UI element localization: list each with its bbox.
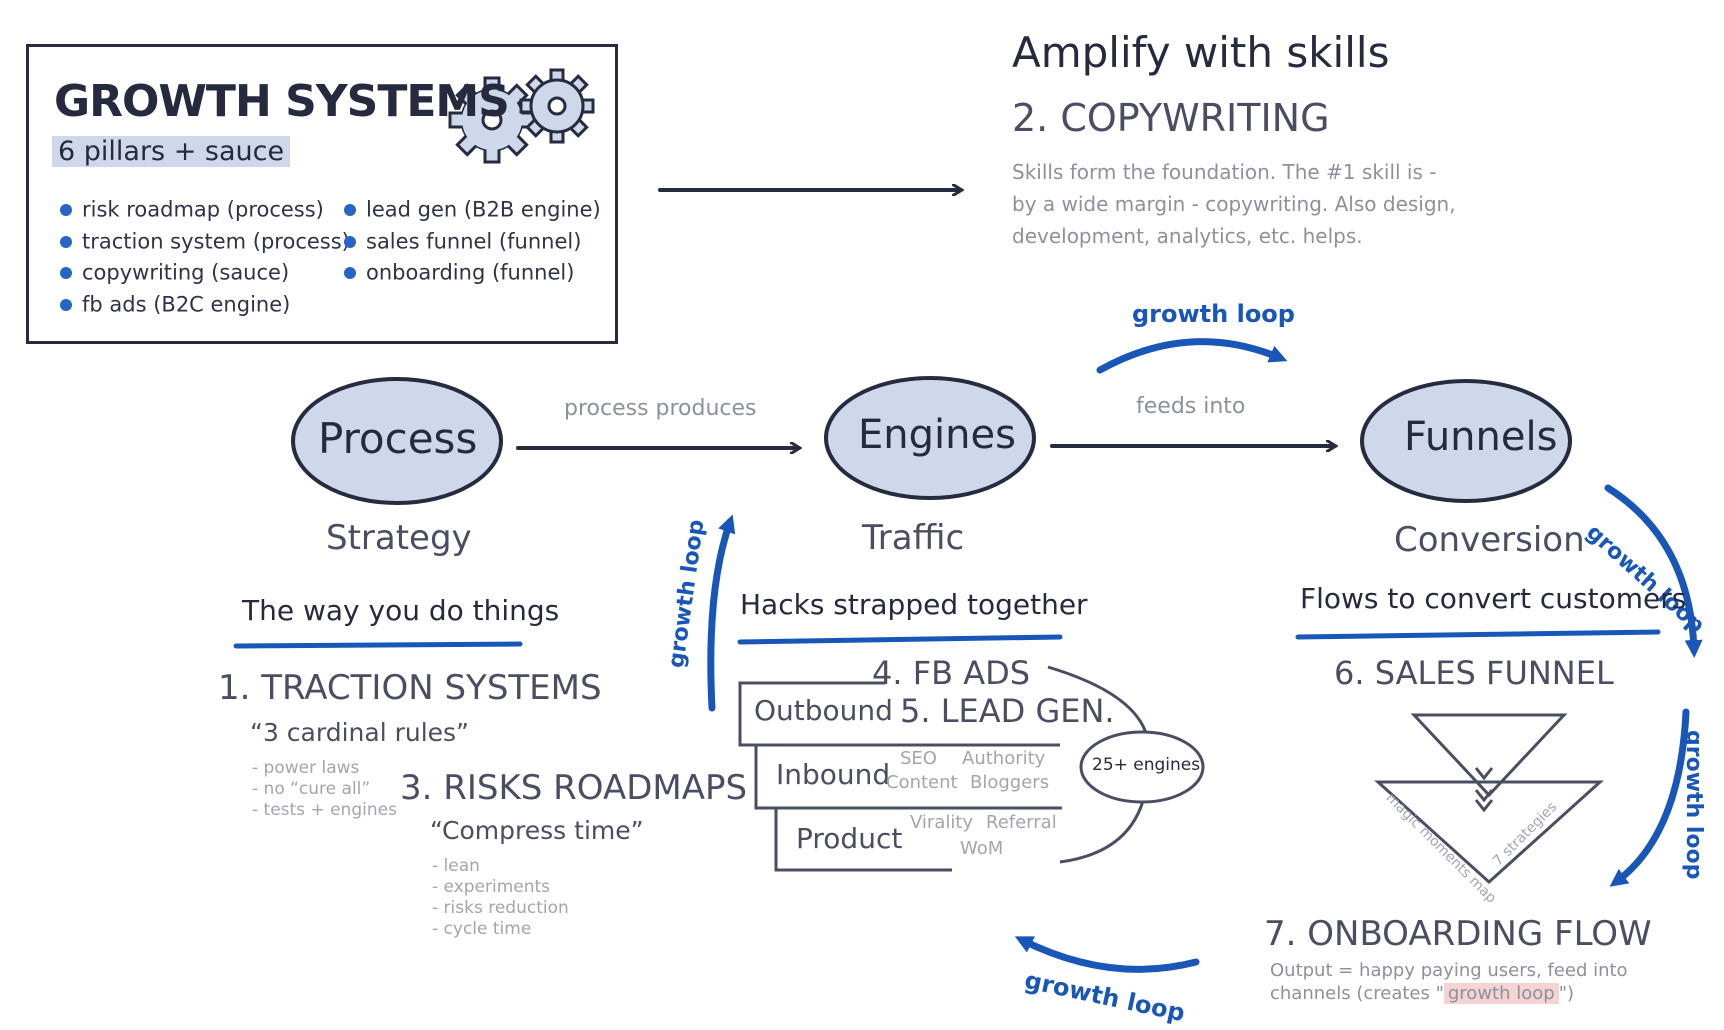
list-item: onboarding (funnel) <box>344 257 601 289</box>
risks-heading: 3. RISKS ROADMAPS <box>400 768 748 808</box>
funnels-node-shape <box>1360 379 1572 503</box>
list-item: fb ads (B2C engine) <box>60 289 350 321</box>
list-item: risk roadmap (process) <box>60 194 350 226</box>
list-item: traction system (process) <box>60 226 350 258</box>
growth-systems-title: GROWTH SYSTEMS <box>54 76 510 127</box>
funnels-node-label: Funnels <box>1404 414 1558 460</box>
skills-heading: 2. COPYWRITING <box>1012 96 1330 140</box>
traction-quote: “3 cardinal rules” <box>250 718 470 747</box>
risks-item-4: - cycle time <box>432 919 532 939</box>
risks-quote: “Compress time” <box>430 816 644 845</box>
bullet-icon <box>344 204 356 216</box>
bullet-icon <box>60 204 72 216</box>
edge-label-feeds-into: feeds into <box>1136 394 1246 419</box>
output-line-2-pre: channels (creates " <box>1270 983 1444 1004</box>
traction-item-3: - tests + engines <box>252 800 397 820</box>
funnels-tagline: Flows to convert customers <box>1300 582 1687 615</box>
fb-ads-heading: 4. FB ADS <box>872 654 1031 692</box>
output-line-2-post: ") <box>1558 983 1574 1004</box>
onboarding-heading: 7. ONBOARDING FLOW <box>1264 914 1652 954</box>
output-line-2: channels (creates "growth loop") <box>1270 983 1574 1004</box>
engines-stack <box>738 665 1151 872</box>
outbound-label: Outbound <box>754 694 893 727</box>
inbound-tag-authority: Authority <box>962 748 1046 769</box>
sales-funnel-triangle <box>1410 713 1568 798</box>
process-node-shape <box>291 377 503 505</box>
growth-systems-box <box>26 44 618 344</box>
bullet-icon <box>60 235 72 248</box>
growth-loop-arrow-bottom <box>1014 936 1200 973</box>
gear-icon <box>448 76 536 164</box>
risks-item-3: - risks reduction <box>432 898 569 918</box>
skills-line-2: by a wide margin - copywriting. Also des… <box>1012 192 1456 216</box>
engines-count-shape <box>1079 730 1205 804</box>
chevron-down-icon <box>1474 767 1494 781</box>
pillars-left-list: risk roadmap (process) traction system (… <box>60 194 350 320</box>
growth-loop-arrow-left <box>707 514 736 712</box>
product-label: Product <box>796 822 903 855</box>
product-tag-referral: Referral <box>986 812 1057 833</box>
list-item: lead gen (B2B engine) <box>344 194 601 226</box>
traction-heading: 1. TRACTION SYSTEMS <box>218 668 602 708</box>
list-item: copywriting (sauce) <box>60 257 350 289</box>
growth-loop-label-right-lower: growth loop <box>1681 730 1706 880</box>
process-underline <box>233 641 523 649</box>
growth-loop-label-top: growth loop <box>1132 300 1295 328</box>
growth-systems-subtitle: 6 pillars + sauce <box>52 136 291 167</box>
chevron-down-icon <box>1474 799 1494 813</box>
bullet-icon <box>60 267 72 279</box>
risks-item-2: - experiments <box>432 877 551 897</box>
pillars-right-list: lead gen (B2B engine) sales funnel (funn… <box>344 194 601 289</box>
product-tag-virality: Virality <box>910 812 974 833</box>
engines-node-shape <box>824 376 1036 500</box>
funnels-sub-label: Conversion <box>1394 520 1585 560</box>
output-highlight: growth loop <box>1443 983 1559 1004</box>
bullet-icon <box>344 267 356 279</box>
engines-count-label: 25+ engines <box>1092 755 1201 775</box>
inbound-tag-content: Content <box>886 772 958 793</box>
traction-item-2: - no “cure all” <box>252 779 371 799</box>
bullet-icon <box>344 235 356 248</box>
onboarding-funnel-triangle <box>1374 780 1604 885</box>
growth-loop-arrow-top <box>1096 338 1288 374</box>
engines-sub-label: Traffic <box>862 518 965 558</box>
product-tag-wom: WoM <box>960 838 1004 859</box>
sales-funnel-heading: 6. SALES FUNNEL <box>1334 654 1614 692</box>
process-node-label: Process <box>318 414 478 463</box>
inbound-label: Inbound <box>776 758 891 791</box>
funnels-underline <box>1295 629 1661 640</box>
process-sub-label: Strategy <box>326 518 472 558</box>
gear-icon <box>519 68 595 144</box>
growth-loop-arrow-right-lower <box>1609 708 1690 887</box>
engines-underline <box>737 634 1063 645</box>
risks-item-1: - lean <box>432 856 480 876</box>
engines-tagline: Hacks strapped together <box>740 588 1088 621</box>
edge-label-process-produces: process produces <box>564 396 757 421</box>
skills-line-3: development, analytics, etc. helps. <box>1012 224 1363 248</box>
list-item: sales funnel (funnel) <box>344 226 601 258</box>
skills-title: Amplify with skills <box>1012 28 1390 77</box>
bullet-icon <box>60 298 72 311</box>
output-line-1: Output = happy paying users, feed into <box>1270 960 1628 981</box>
inbound-tag-seo: SEO <box>900 748 937 769</box>
engines-node-label: Engines <box>858 412 1016 458</box>
subtitle-highlight: 6 pillars + sauce <box>52 136 291 167</box>
inbound-tag-bloggers: Bloggers <box>970 772 1050 793</box>
chevron-down-icon <box>1474 789 1494 803</box>
lead-gen-heading: 5. LEAD GEN. <box>900 692 1115 730</box>
process-tagline: The way you do things <box>242 594 560 627</box>
growth-loop-arrow-right-upper <box>1604 484 1703 658</box>
traction-item-1: - power laws <box>252 758 360 778</box>
skills-line-1: Skills form the foundation. The #1 skill… <box>1012 160 1437 184</box>
